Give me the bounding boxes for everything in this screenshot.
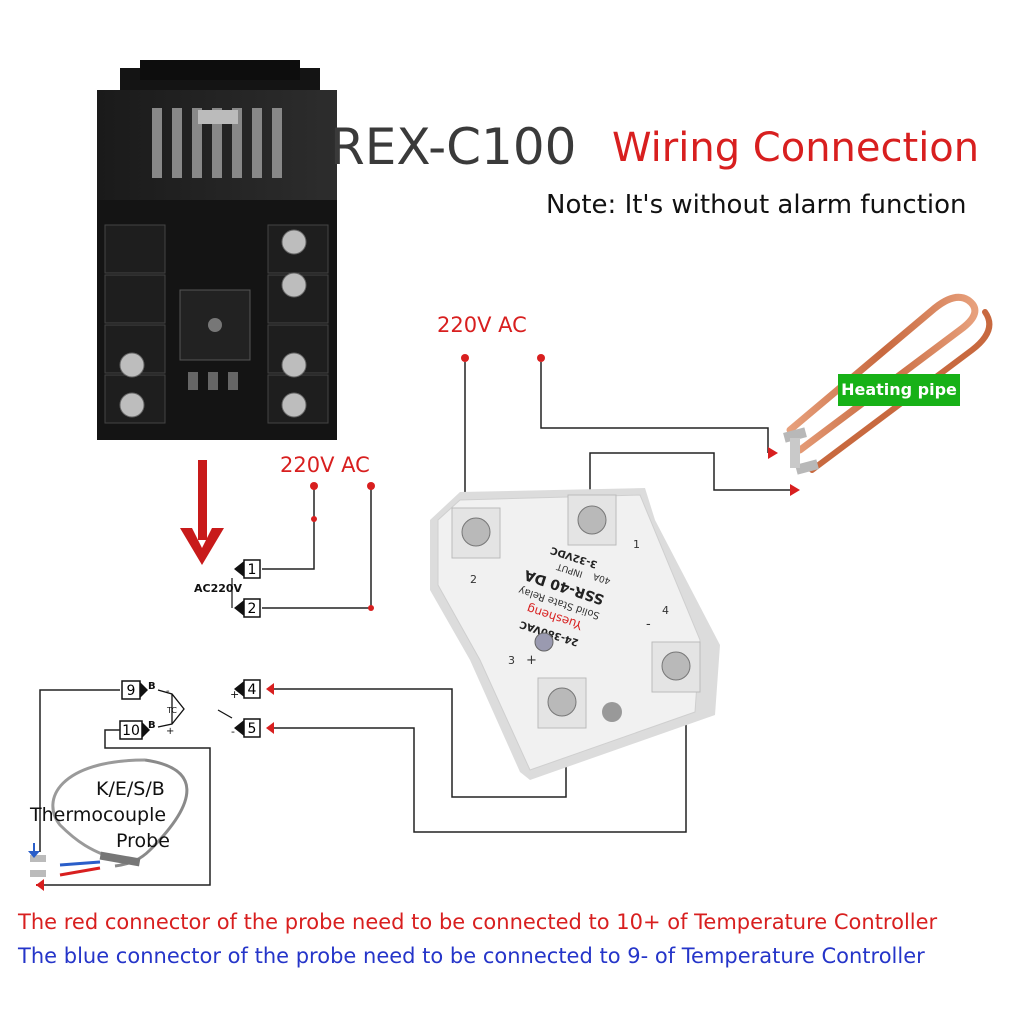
ssr-plus-sign: + bbox=[526, 653, 537, 668]
tc-label: TC bbox=[166, 706, 177, 715]
terminal-2-label: 2 bbox=[248, 601, 257, 617]
screw-icon bbox=[119, 392, 145, 418]
ac220v-label: AC220V bbox=[194, 582, 243, 595]
led-icon bbox=[534, 632, 554, 652]
t9-letter: B bbox=[148, 681, 156, 692]
t9-polarity: - bbox=[166, 686, 170, 697]
heating-pipe-label: Heating pipe bbox=[838, 374, 960, 406]
ssr-supply-label: 220V AC bbox=[437, 313, 527, 337]
terminal-10-label: 10 bbox=[122, 723, 140, 739]
blue-connector-instruction: The blue connector of the probe need to … bbox=[18, 944, 925, 968]
red-connector-instruction: The red connector of the probe need to b… bbox=[18, 910, 938, 934]
terminal-4-label: 4 bbox=[248, 682, 257, 698]
solid-state-relay: 24-380VAC Yuesheng Solid State Relay SSR… bbox=[430, 488, 720, 780]
t10-letter: B bbox=[148, 720, 156, 731]
t5-polarity: - bbox=[231, 725, 235, 738]
controller-supply-label: 220V AC bbox=[280, 453, 370, 477]
red-arrow-icon bbox=[36, 879, 44, 891]
t10-polarity: + bbox=[166, 726, 174, 737]
screw-icon bbox=[577, 505, 607, 535]
screw-icon bbox=[281, 392, 307, 418]
thermocouple-probe bbox=[28, 758, 189, 891]
probe-type-label: K/E/S/B bbox=[96, 778, 165, 800]
screw-icon bbox=[547, 687, 577, 717]
thermocouple-symbol: TC bbox=[157, 689, 185, 728]
probe-word-label: Probe bbox=[116, 830, 170, 852]
controller-terminal-1: 1 bbox=[234, 559, 261, 579]
ssr-terminal-4: 4 bbox=[662, 604, 669, 617]
left-terminal-block bbox=[104, 224, 166, 424]
screw-icon bbox=[281, 352, 307, 378]
t4-polarity: + bbox=[230, 688, 239, 701]
terminal-9-label: 9 bbox=[127, 683, 136, 699]
controller-body bbox=[97, 60, 337, 440]
wiring-connection-title: Wiring Connection bbox=[612, 125, 980, 171]
terminal-5-label: 5 bbox=[248, 721, 257, 737]
ssr-terminal-2: 2 bbox=[470, 573, 477, 586]
right-terminal-block bbox=[267, 224, 329, 424]
controller-terminal-10: 10 bbox=[119, 720, 150, 740]
controller-terminal-4: 4 bbox=[234, 679, 261, 699]
blue-arrow-icon bbox=[28, 851, 40, 858]
screw-icon bbox=[281, 229, 307, 255]
terminal-1-label: 1 bbox=[248, 562, 257, 578]
ssr-terminal-3: 3 bbox=[508, 654, 515, 667]
ssr-terminal-1: 1 bbox=[633, 538, 640, 551]
screw-icon bbox=[661, 651, 691, 681]
probe-name-label: Thermocouple bbox=[30, 804, 167, 826]
controller-terminal-9: 9 bbox=[121, 680, 148, 700]
down-arrow-icon bbox=[180, 460, 224, 565]
supply-dots bbox=[310, 354, 545, 611]
ssr-minus-sign: - bbox=[646, 617, 651, 632]
controller-terminal-5: 5 bbox=[234, 718, 261, 738]
screw-icon bbox=[461, 517, 491, 547]
model-title: REX-C100 bbox=[330, 118, 577, 176]
vent-slots bbox=[152, 108, 282, 178]
controller-terminal-2: 2 bbox=[234, 598, 261, 618]
note-text: Note: It's without alarm function bbox=[546, 190, 967, 220]
screw-icon bbox=[281, 272, 307, 298]
screw-icon bbox=[119, 352, 145, 378]
heating-pipe bbox=[783, 293, 993, 475]
